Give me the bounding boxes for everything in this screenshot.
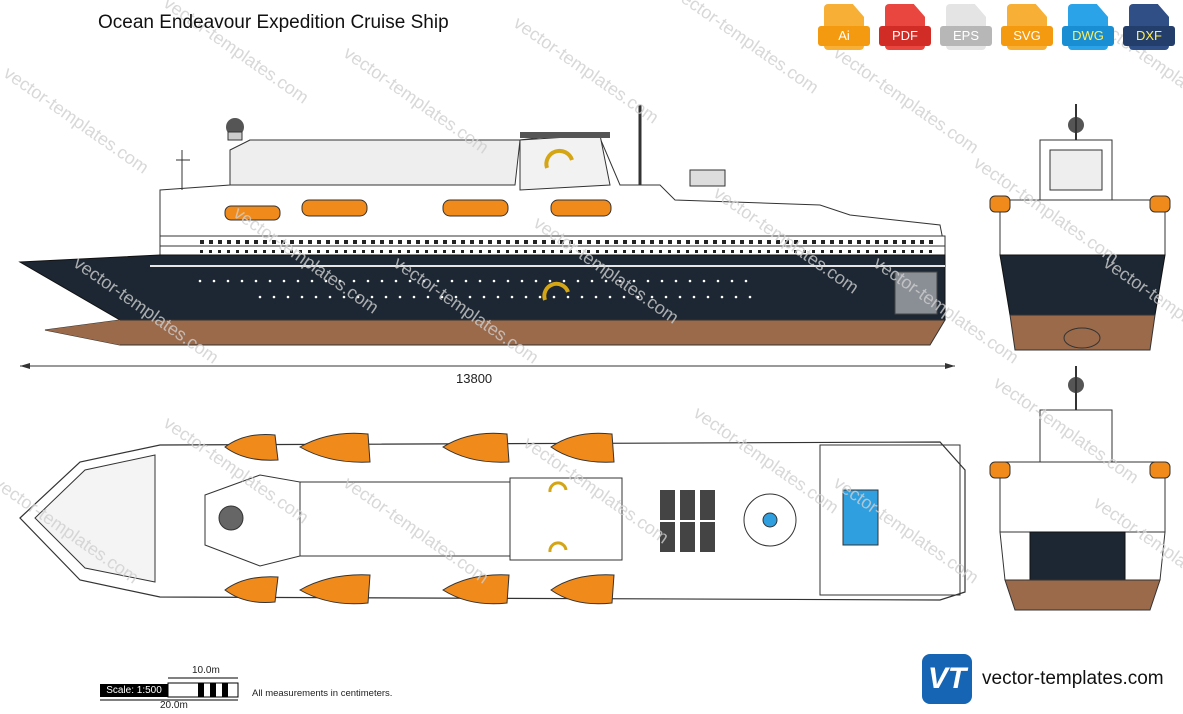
format-label: PDF xyxy=(879,26,931,46)
scale-short-label: 10.0m xyxy=(192,665,220,676)
side-view xyxy=(18,105,955,369)
scale-label: Scale: 1:500 xyxy=(100,684,168,697)
scale-bar xyxy=(100,677,239,701)
brand-link[interactable]: vector-templates.com xyxy=(982,668,1164,689)
funnel-logo-icon xyxy=(544,148,574,169)
front-view xyxy=(989,104,1171,351)
hull-logo-icon xyxy=(542,281,570,301)
format-label: DWG xyxy=(1062,26,1114,46)
rear-view xyxy=(989,366,1171,611)
page-title: Ocean Endeavour Expedition Cruise Ship xyxy=(98,12,449,33)
download-svg-button[interactable]: SVG xyxy=(1001,4,1053,50)
format-label: Ai xyxy=(818,26,870,46)
download-eps-button[interactable]: EPS xyxy=(940,4,992,50)
top-view xyxy=(19,432,966,605)
download-dwg-button[interactable]: DWG xyxy=(1062,4,1114,50)
brand-logo-icon[interactable]: VT xyxy=(922,654,972,704)
measurement-note: All measurements in centimeters. xyxy=(252,688,393,699)
pool-icon xyxy=(842,489,879,546)
download-dxf-button[interactable]: DXF xyxy=(1123,4,1175,50)
format-label: EPS xyxy=(940,26,992,46)
format-label: DXF xyxy=(1123,26,1175,46)
download-ai-button[interactable]: Ai xyxy=(818,4,870,50)
format-label: SVG xyxy=(1001,26,1053,46)
scale-long-label: 20.0m xyxy=(160,700,188,711)
download-pdf-button[interactable]: PDF xyxy=(879,4,931,50)
length-dimension: 13800 xyxy=(456,371,493,386)
format-list: Ai PDF EPS SVG DWG DXF xyxy=(818,4,1175,50)
